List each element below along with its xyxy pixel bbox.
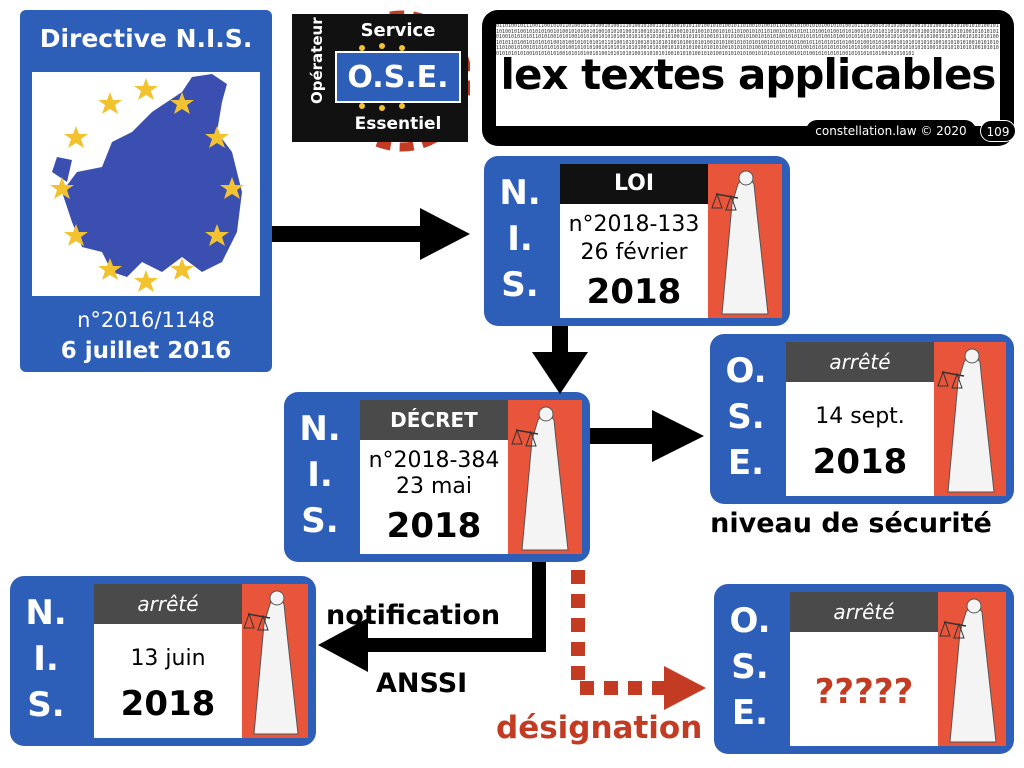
arrete-ose2-value: ?????	[814, 672, 914, 712]
arrete-ose2-tag: arrêté	[790, 592, 938, 632]
loi-date: 26 février	[580, 240, 688, 265]
security-level-caption: niveau de sécurité	[710, 508, 992, 539]
justice-statue-image	[242, 584, 308, 738]
ose-badge-bottom: Essentiel	[354, 114, 442, 134]
page-number: 109	[980, 120, 1016, 142]
loi-card: N. I. S. LOI n°2018-133 26 février 2018	[484, 156, 790, 326]
justice-statue-image	[934, 342, 1006, 496]
arrete-ose-date: 14 sept.	[815, 404, 905, 429]
loi-inner: LOI n°2018-133 26 février 2018	[560, 164, 708, 318]
nis-letter-n: N.	[299, 409, 341, 449]
banner-title: lex textes applicables	[500, 50, 997, 99]
arrete-nis-inner: arrêté 13 juin 2018	[94, 584, 242, 738]
ose-letter-e: E.	[727, 443, 765, 483]
ose-letter-s: S.	[727, 397, 765, 437]
ose-letter-o: O.	[725, 351, 767, 391]
arrete-nis-letters: N. I. S.	[16, 590, 76, 728]
arrow-designation	[571, 570, 706, 710]
arrete-nis-card: N. I. S. arrêté 13 juin 2018	[10, 576, 316, 746]
nis-letter-i: I.	[33, 639, 59, 679]
arrete-ose-inner: arrêté 14 sept. 2018	[786, 342, 934, 496]
arrow-decret-to-arrete-ose	[590, 410, 704, 462]
ose-letter-s: S.	[731, 647, 769, 687]
arrete-ose2-card: O. S. E. arrêté ?????	[714, 584, 1014, 754]
nis-letter-s: S.	[27, 685, 65, 725]
decret-inner: DÉCRET n°2018-384 23 mai 2018	[360, 400, 508, 554]
arrete-nis-tag: arrêté	[94, 584, 242, 624]
credit-badge: constellation.law © 2020	[806, 120, 976, 142]
decret-year: 2018	[386, 506, 482, 546]
directive-card: Directive N.I.S. n°2016/1148 6	[20, 10, 272, 372]
arrow-directive-to-loi	[272, 208, 470, 260]
nis-letter-n: N.	[499, 173, 541, 213]
ose-badge-icon	[292, 10, 473, 152]
directive-date: 6 juillet 2016	[60, 338, 232, 364]
eu-map-icon	[50, 74, 244, 292]
loi-number: n°2018-133	[568, 212, 700, 237]
justice-statue-icon	[939, 598, 997, 743]
nis-letter-s: S.	[501, 265, 539, 305]
nis-letter-s: S.	[301, 501, 339, 541]
arrete-ose2-inner: arrêté ?????	[790, 592, 938, 746]
arrete-ose-letters: O. S. E.	[716, 348, 776, 486]
loi-year: 2018	[586, 272, 682, 312]
justice-statue-image	[508, 400, 582, 554]
ose-letter-o: O.	[729, 601, 771, 641]
justice-statue-icon	[937, 348, 995, 493]
arrete-nis-year: 2018	[120, 684, 216, 724]
justice-statue-icon	[243, 590, 299, 735]
decret-date: 23 mai	[395, 474, 472, 499]
arrete-ose-tag: arrêté	[786, 342, 934, 382]
anssi-label: ANSSI	[376, 668, 468, 699]
ose-badge-center: O.S.E.	[347, 60, 449, 95]
binary-background: 0110100101110011001010110100101101001010…	[496, 24, 1000, 126]
arrete-ose-card: O. S. E. arrêté 14 sept. 2018	[710, 334, 1014, 504]
ose-badge: Opérateur Service O.S.E. Essentiel	[292, 8, 473, 154]
ose-letter-e: E.	[731, 693, 769, 733]
arrow-loi-to-decret	[532, 326, 588, 394]
arrete-ose2-letters: O. S. E.	[720, 598, 780, 736]
designation-label: désignation	[496, 710, 703, 746]
nis-letter-n: N.	[25, 593, 67, 633]
nis-letter-i: I.	[507, 219, 533, 259]
eu-map-image	[32, 72, 260, 296]
directive-number: n°2016/1148	[77, 308, 215, 332]
ose-badge-top: Service	[360, 20, 436, 41]
justice-statue-image	[708, 164, 782, 318]
arrete-nis-date: 13 juin	[130, 646, 206, 671]
nis-letter-i: I.	[307, 455, 333, 495]
title-banner: 0110100101110011001010110100101101001010…	[482, 10, 1014, 146]
arrete-ose-year: 2018	[812, 442, 908, 482]
justice-statue-icon	[511, 406, 569, 551]
justice-statue-icon	[711, 170, 769, 315]
loi-letters: N. I. S.	[490, 170, 550, 308]
notification-label: notification	[326, 600, 501, 631]
decret-letters: N. I. S.	[290, 406, 350, 544]
justice-statue-image	[938, 592, 1006, 746]
decret-card: N. I. S. DÉCRET n°2018-384 23 mai 2018	[284, 392, 590, 562]
arrow-decret-to-arrete-nis	[318, 562, 546, 672]
decret-number: n°2018-384	[368, 448, 500, 473]
directive-title: Directive N.I.S.	[39, 24, 253, 53]
loi-tag: LOI	[560, 164, 708, 204]
decret-tag: DÉCRET	[360, 400, 508, 440]
